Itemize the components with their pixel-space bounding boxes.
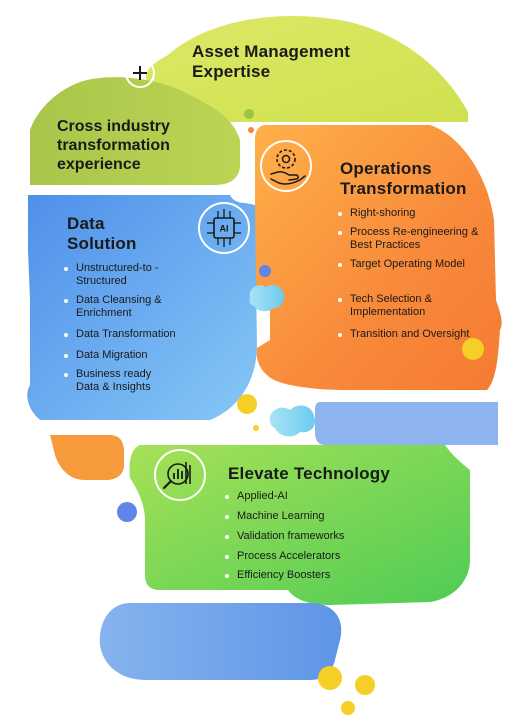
data-title-line2: Solution	[67, 234, 137, 253]
technology-item: Machine Learning	[225, 510, 437, 523]
yellow-dot-4	[318, 666, 342, 690]
operations-list: Right-shoring Process Re-engineering & B…	[338, 0, 498, 360]
data-item: Business ready Data & Insights	[64, 368, 176, 394]
yellow-dot-5	[355, 675, 375, 695]
cyan-blob-1	[249, 284, 284, 312]
analytics-magnifier-icon	[154, 449, 206, 501]
technology-item: Applied-AI	[225, 490, 437, 503]
cross-title-line1: Cross industry	[57, 118, 170, 135]
yellow-dot-6	[341, 701, 355, 715]
operations-item: Process Re-engineering & Best Practices	[338, 226, 500, 252]
ai-chip-icon: AI	[198, 202, 250, 254]
data-item: Data Transformation	[64, 328, 246, 341]
data-item: Data Cleansing & Enrichment	[64, 294, 196, 320]
asset-title-line1: Asset Management	[192, 42, 351, 61]
plus-icon	[125, 58, 155, 88]
data-title: Data Solution	[67, 214, 187, 254]
blue-dot-1	[259, 265, 271, 277]
olive-dot	[244, 109, 254, 119]
technology-list: Applied-AI Machine Learning Validation f…	[225, 0, 445, 600]
operations-title: Operations Transformation	[340, 159, 490, 199]
operations-item: Target Operating Model	[338, 258, 500, 271]
operations-item: Transition and Oversight	[338, 328, 500, 341]
data-item: Unstructured-to -Structured	[64, 262, 186, 288]
operations-title-line2: Transformation	[340, 179, 467, 198]
data-item: Data Migration	[64, 349, 246, 362]
technology-item: Process Accelerators	[225, 550, 437, 563]
blue-strip	[315, 402, 498, 445]
cross-title-line3: experience	[57, 156, 141, 173]
technology-item: Efficiency Boosters	[225, 569, 437, 582]
asset-title-line2: Expertise	[192, 62, 271, 81]
data-title-line1: Data	[67, 214, 105, 233]
cyan-blob-2	[269, 405, 316, 437]
asset-title: Asset Management Expertise	[192, 42, 392, 82]
ai-chip-label: AI	[220, 224, 229, 234]
asset-band	[146, 15, 468, 122]
gear-hand-icon	[260, 140, 312, 192]
operations-band	[255, 125, 502, 390]
yellow-dot-1	[237, 394, 257, 414]
orange-accent	[50, 435, 124, 480]
operations-title-line1: Operations	[340, 159, 432, 178]
yellow-dot-3	[462, 338, 484, 360]
cross-band	[30, 77, 240, 185]
cross-title: Cross industry transformation experience	[57, 117, 237, 174]
yellow-dot-2	[253, 425, 259, 431]
cross-title-line2: transformation	[57, 137, 170, 154]
technology-item: Validation frameworks	[225, 530, 437, 543]
data-band	[27, 195, 258, 420]
data-list: Unstructured-to -Structured Data Cleansi…	[64, 0, 244, 400]
operations-item: Right-shoring	[338, 207, 500, 220]
orange-dot	[248, 127, 254, 133]
technology-band	[129, 445, 470, 605]
technology-title: Elevate Technology	[228, 464, 390, 483]
blue-dot-2	[117, 502, 137, 522]
neck-band	[99, 603, 342, 680]
operations-item: Tech Selection & Implementation	[338, 293, 500, 319]
